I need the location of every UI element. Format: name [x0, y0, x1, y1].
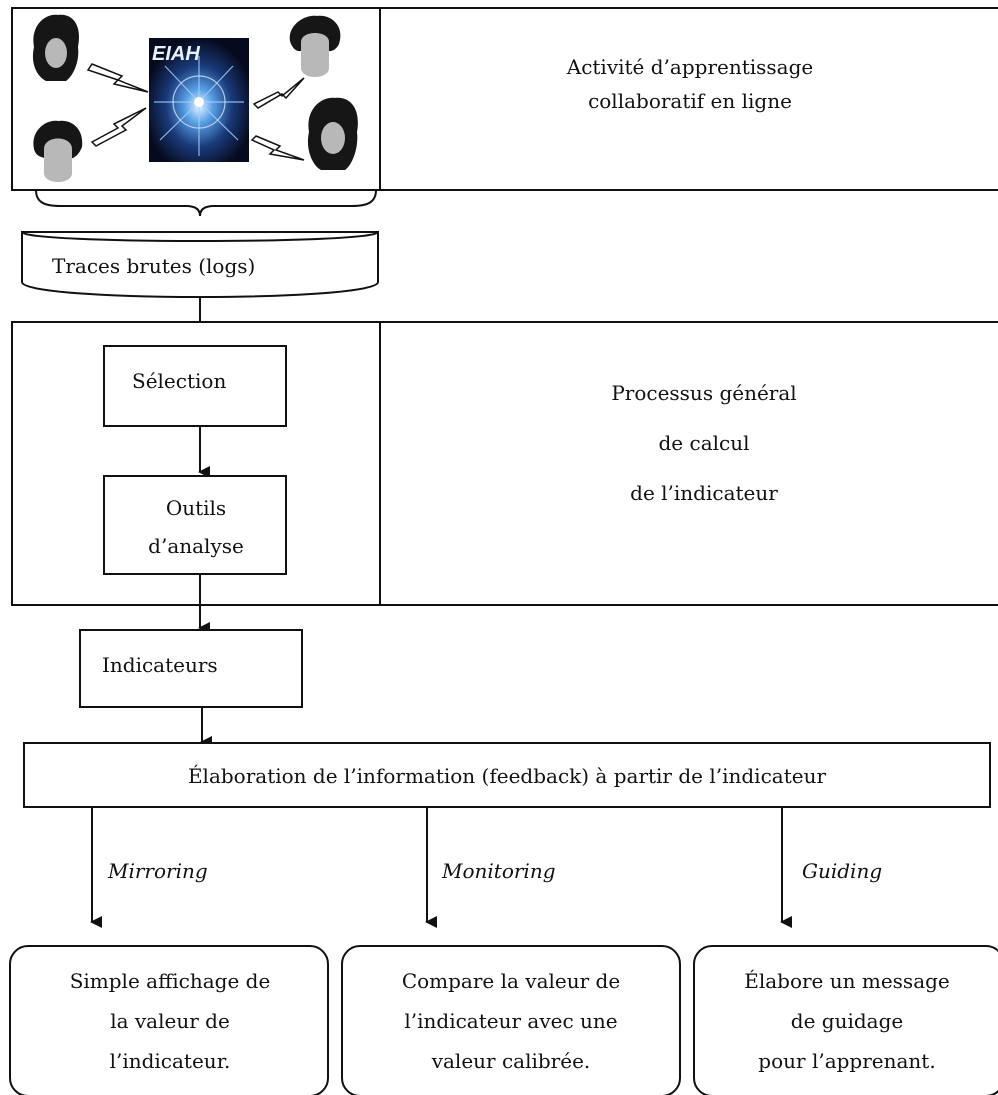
feedback-label: Élaboration de l’information (feedback) … [188, 764, 827, 788]
selection-box [103, 345, 287, 427]
outcome-box-monitoring: Compare la valeur de l’indicateur avec u… [341, 945, 681, 1095]
analysis-tools-box [103, 475, 287, 575]
outcome-monitoring-line3: valeur calibrée. [431, 1049, 591, 1073]
raw-traces-label: Traces brutes (logs) [52, 254, 255, 278]
lightning-bolt-icon [252, 77, 305, 109]
analysis-tools-line2: d’analyse [148, 534, 244, 558]
eiah-logo-text: EIAH [152, 43, 200, 65]
outcome-mirroring-line2: la valeur de [110, 1009, 230, 1033]
activity-label-line1: Activité d’apprentissage [566, 55, 814, 79]
outcome-box-mirroring: Simple affichage de la valeur de l’indic… [9, 945, 329, 1095]
grouping-brace [35, 189, 377, 217]
learner-icon [33, 120, 83, 182]
branch-label-mirroring: Mirroring [107, 859, 208, 883]
branch-label-guiding: Guiding [802, 859, 882, 883]
lightning-bolt-icon [250, 135, 305, 161]
process-label-line3: de l’indicateur [630, 481, 778, 505]
outcome-guiding-line3: pour l’apprenant. [758, 1049, 935, 1073]
eiah-platform-icon: EIAH [149, 38, 249, 162]
lightning-bolt-icon [86, 63, 149, 93]
process-label-line1: Processus général [611, 381, 796, 405]
outcome-monitoring-line2: l’indicateur avec une [404, 1009, 617, 1033]
outcome-guiding-line1: Élabore un message [744, 969, 950, 993]
activity-section: EIAH Activité d’apprentissage collaborat… [11, 7, 998, 191]
learner-icon [307, 97, 358, 170]
outcome-mirroring-line1: Simple affichage de [70, 969, 271, 993]
selection-label: Sélection [132, 369, 226, 393]
outcome-monitoring-line1: Compare la valeur de [402, 969, 620, 993]
process-section: Sélection Outils d’analyse Processus gén… [11, 321, 998, 606]
feedback-box [23, 742, 991, 808]
outcome-mirroring-line3: l’indicateur. [110, 1049, 231, 1073]
learner-icon [289, 15, 341, 77]
branch-label-monitoring: Monitoring [441, 859, 556, 883]
indicators-box [79, 629, 303, 708]
analysis-tools-line1: Outils [166, 496, 226, 520]
learner-icon [32, 14, 80, 81]
lightning-bolt-icon [90, 107, 147, 147]
indicators-label: Indicateurs [102, 653, 218, 677]
activity-label-line2: collaboratif en ligne [588, 89, 792, 113]
process-label-line2: de calcul [659, 431, 750, 455]
outcome-box-guiding: Élabore un message de guidage pour l’app… [693, 945, 998, 1095]
raw-traces-storage: Traces brutes (logs) [21, 231, 379, 298]
outcome-guiding-line2: de guidage [791, 1009, 903, 1033]
